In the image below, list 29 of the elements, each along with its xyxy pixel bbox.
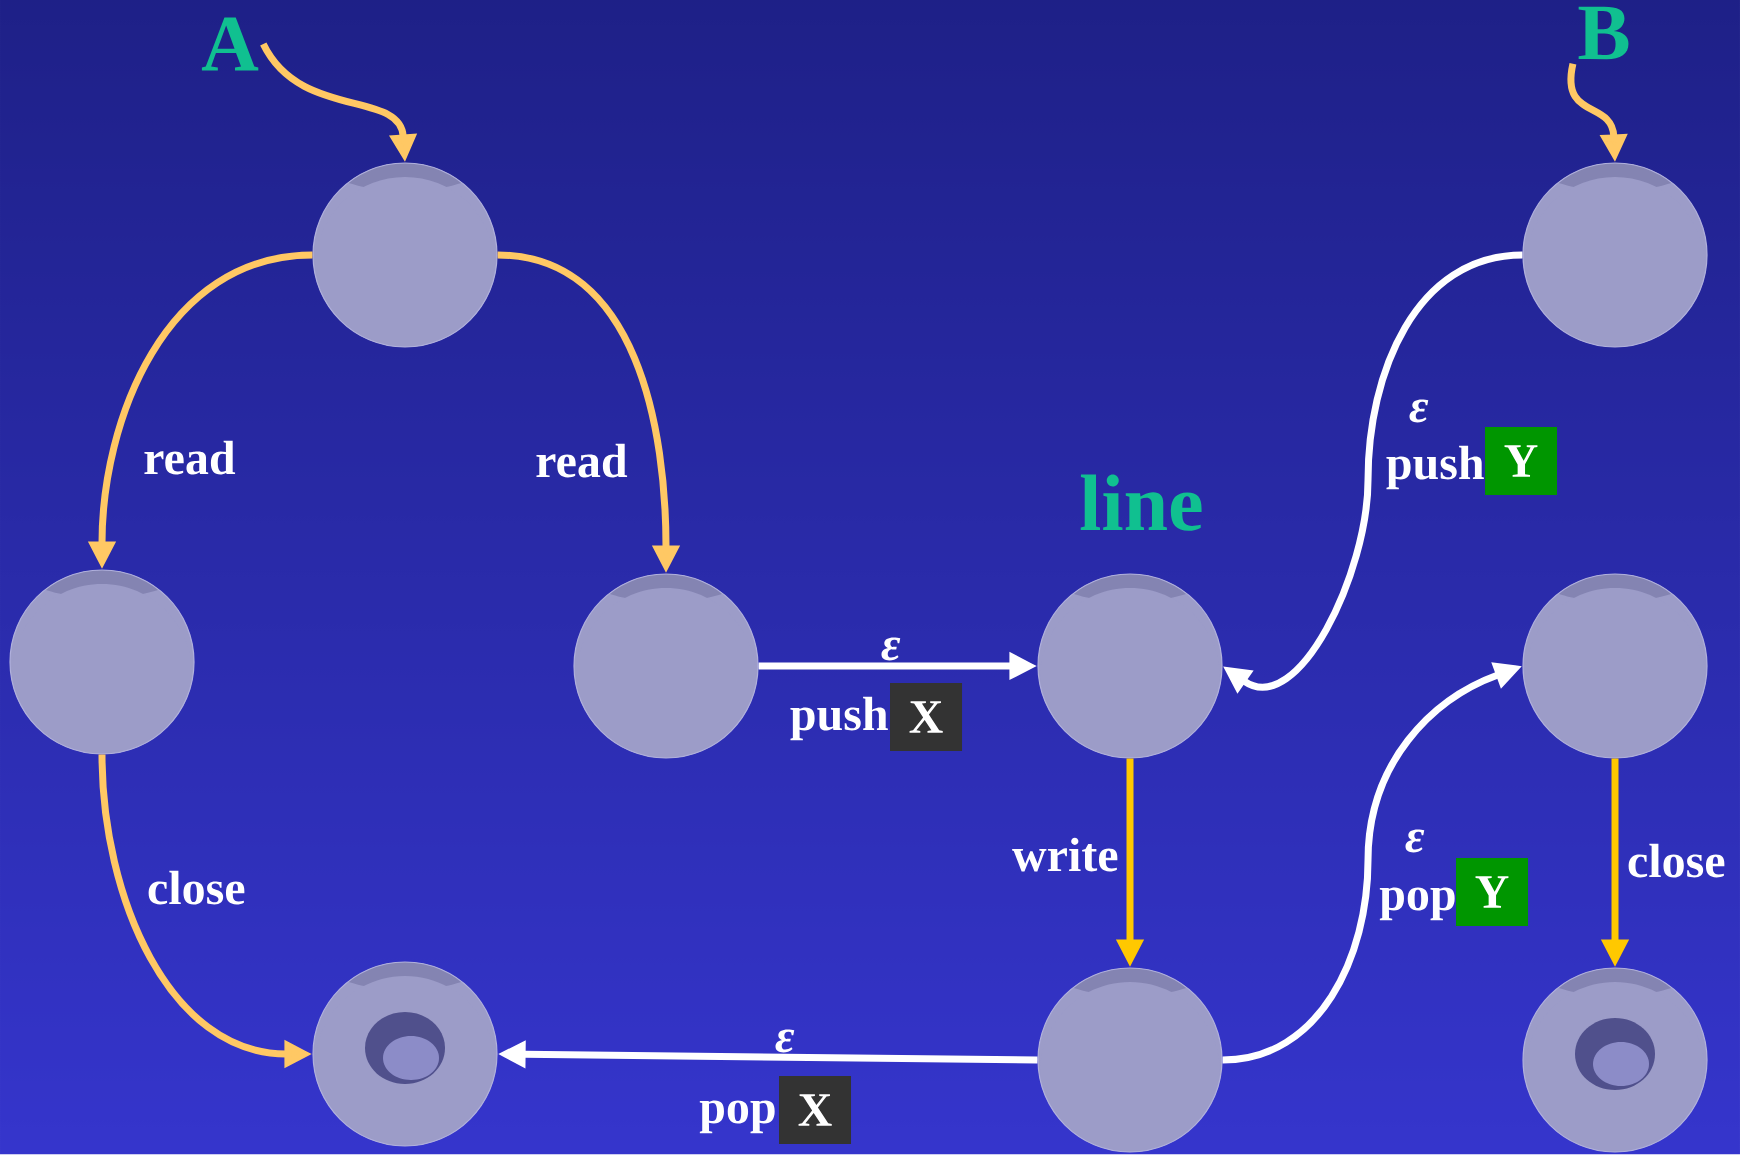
final-state-ring (1522, 967, 1708, 1153)
stack-symbol-box: Y (1485, 427, 1557, 495)
stack-operation: pop (1379, 887, 1455, 921)
edge-label: write (1012, 837, 1118, 872)
edge-label: ε (775, 1029, 795, 1053)
edge-label: ε (1409, 399, 1429, 423)
state-disc (573, 573, 759, 759)
edge-label: close (148, 870, 245, 905)
state-disc (1037, 967, 1223, 1153)
edge-label: ε (1405, 829, 1425, 853)
state-disc (312, 162, 498, 348)
final-state-ring (312, 961, 498, 1147)
state-disc (1037, 573, 1223, 759)
start-label: A (201, 17, 259, 71)
stack-symbol-box: X (779, 1076, 851, 1144)
edge-label: read (536, 443, 628, 478)
edge-label: ε (881, 637, 901, 661)
edge-label: close (1628, 843, 1725, 878)
start-label: B (1578, 6, 1629, 60)
state-disc (1522, 162, 1708, 348)
stack-operation: push (790, 696, 888, 741)
stack-operation: push (1386, 445, 1484, 490)
state-disc (9, 569, 195, 755)
state-name: line (1080, 474, 1202, 531)
stack-symbol-box: X (890, 683, 962, 751)
stack-symbol-box: Y (1456, 858, 1528, 926)
stack-operation: pop (699, 1100, 775, 1134)
state-disc (1522, 573, 1708, 759)
edge-label: read (144, 440, 236, 475)
